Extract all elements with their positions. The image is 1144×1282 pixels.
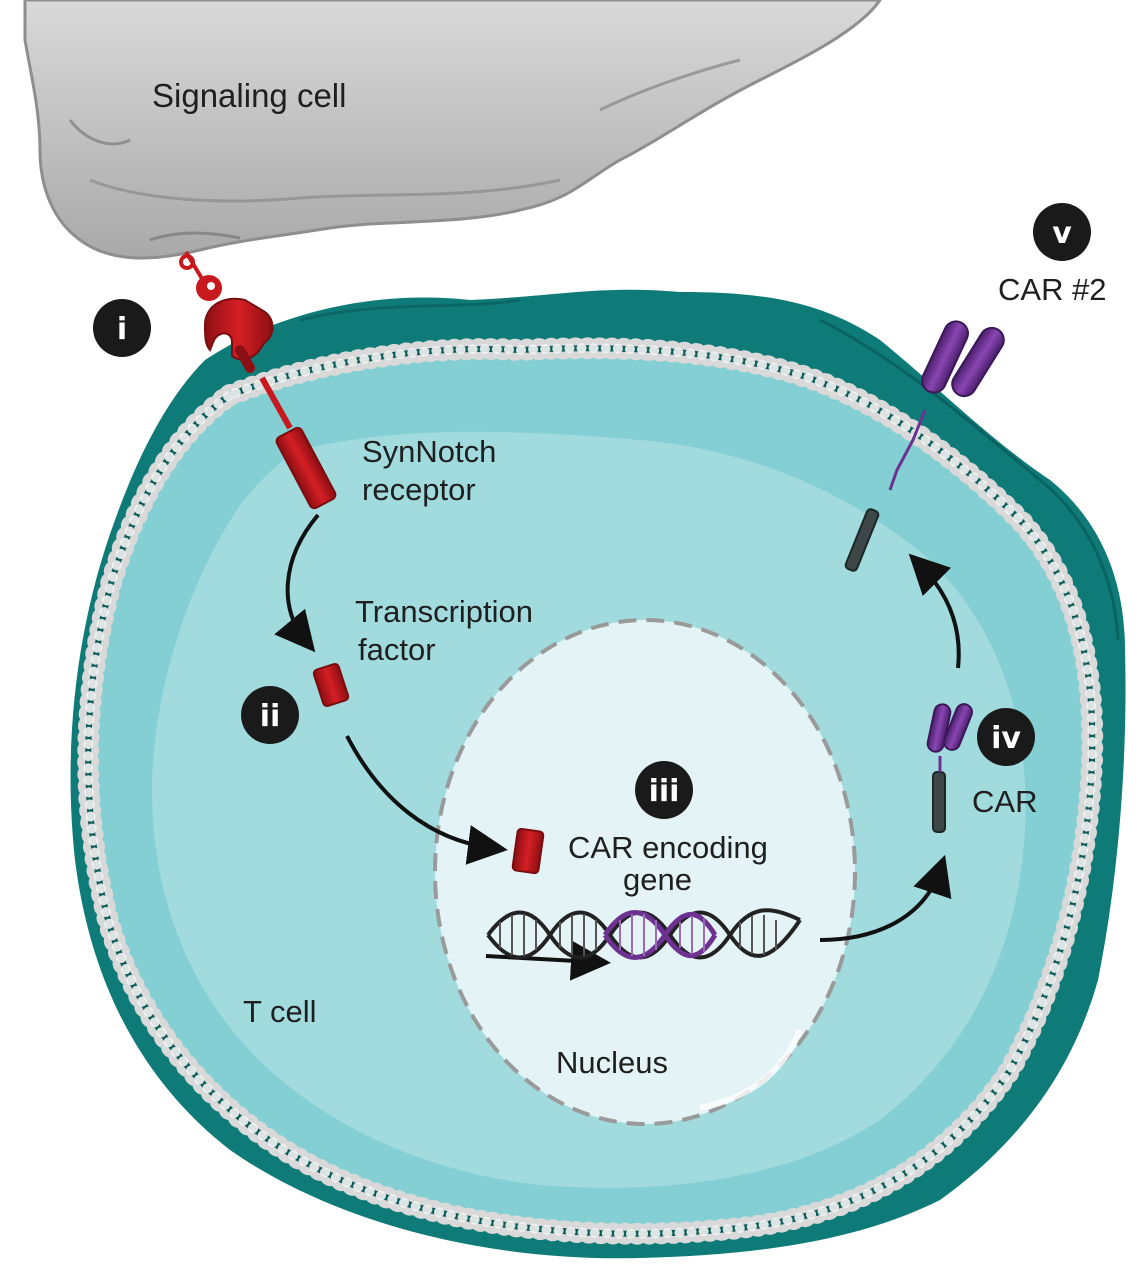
nucleus-label: Nucleus [556,1045,668,1080]
step-badge-i: i [93,299,151,357]
svg-text:i: i [117,312,127,347]
transcription-arrow [485,940,611,981]
car-label: CAR [972,784,1037,819]
step-badge-v: v [1033,203,1091,261]
tf-label-line1: Transcription [355,594,533,629]
svg-text:ii: ii [260,699,281,734]
car2-protein [844,320,1005,572]
transcription-factor [312,662,350,708]
arrow-gene-to-car [819,854,952,942]
tf-label-line2: factor [358,632,436,667]
step-badge-iii: iii [635,761,693,819]
svg-text:iii: iii [649,774,680,809]
t-cell-label: T cell [243,994,317,1029]
svg-text:v: v [1052,216,1072,251]
step-badge-iv: iv [977,708,1035,766]
car2-label: CAR #2 [998,272,1107,307]
car-gene-label-line1: CAR encoding [568,830,768,865]
car-gene-label-line2: gene [623,862,692,897]
ligand [179,250,222,301]
nuclear-transcription-factor [511,827,545,875]
arrow-car-to-membrane [908,553,961,669]
step-badge-ii: ii [241,686,299,744]
signaling-cell-label: Signaling cell [152,77,346,114]
arrow-receptor-to-tf [274,513,320,653]
svg-text:iv: iv [991,721,1021,756]
synnotch-label-line1: SynNotch [362,434,496,469]
arrow-tf-to-gene [345,735,508,865]
car-protein [926,703,973,833]
signaling-cell [23,0,882,260]
nucleus [433,618,857,1126]
synnotch-label-line2: receptor [362,472,476,507]
synnotch-receptor [203,297,337,510]
dna-helix [486,908,802,960]
